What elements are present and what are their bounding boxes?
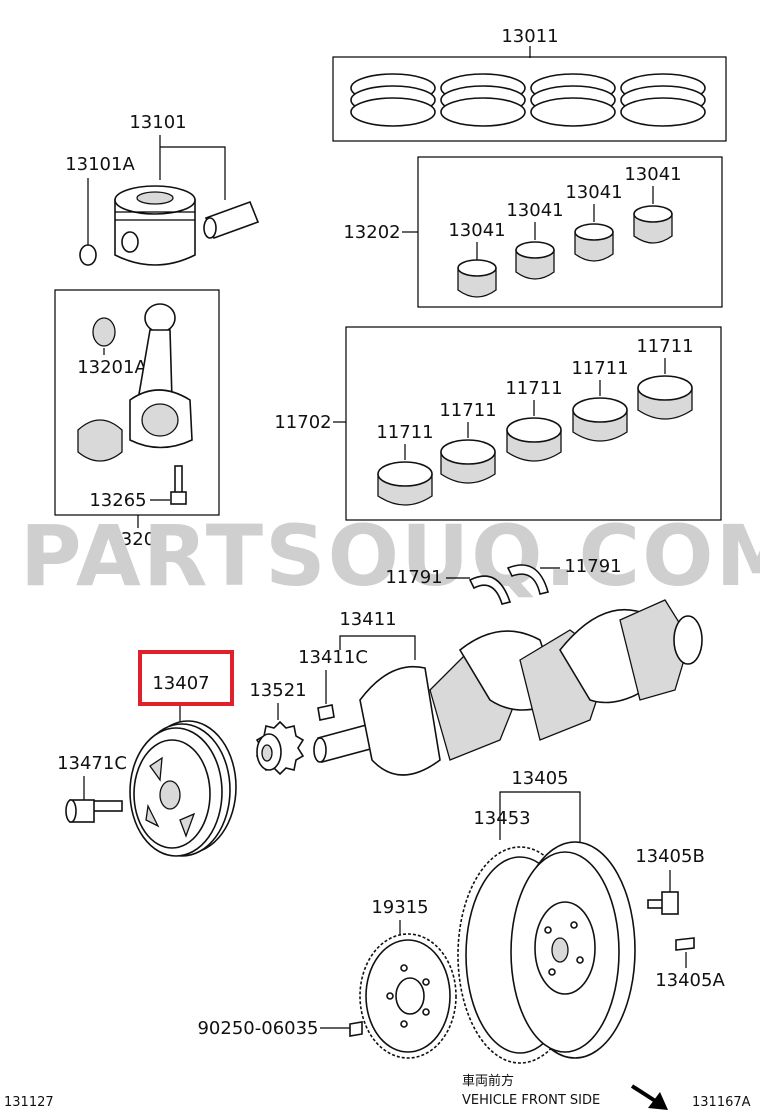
label-11711-e[interactable]: 11711 xyxy=(636,336,693,357)
bearing-shell-4 xyxy=(633,205,673,244)
main-bearing-1 xyxy=(377,461,433,506)
thrust-washer-2 xyxy=(506,564,549,595)
crankshaft-pulley xyxy=(129,720,237,857)
timing-gear xyxy=(255,720,305,776)
piston-ring-set-4 xyxy=(620,73,706,127)
watermark: PARTSOUQ.COM xyxy=(20,507,760,605)
highlight-box xyxy=(138,650,234,706)
flywheel xyxy=(510,841,636,1059)
crankshaft xyxy=(313,599,703,776)
label-13411C[interactable]: 13411C xyxy=(298,647,368,668)
label-13405[interactable]: 13405 xyxy=(511,768,568,789)
main-bearing-5 xyxy=(637,375,693,420)
connecting-rod xyxy=(129,303,193,449)
rod-bearing-shell xyxy=(77,419,123,462)
bearing-shell-3 xyxy=(574,223,614,262)
vehicle-front-jp: 車両前方 xyxy=(462,1073,514,1089)
thrust-washer-1 xyxy=(468,575,512,605)
label-19315[interactable]: 19315 xyxy=(371,897,428,918)
main-bearing-3 xyxy=(506,417,562,462)
label-13201A[interactable]: 13201A xyxy=(77,357,147,378)
label-11711-a[interactable]: 11711 xyxy=(376,422,433,443)
flywheel-pin xyxy=(675,937,695,951)
label-13405A[interactable]: 13405A xyxy=(655,970,725,991)
thrust-washer-group[interactable]: 11791 11791 xyxy=(385,556,622,605)
crank-key xyxy=(317,704,335,721)
label-11791-b[interactable]: 11791 xyxy=(564,556,621,577)
piston-ring-set-2 xyxy=(440,73,526,127)
bearing-shell-1 xyxy=(457,259,497,298)
label-11711-c[interactable]: 11711 xyxy=(505,378,562,399)
piston-ring-set-1 xyxy=(350,73,436,127)
label-13041-b[interactable]: 13041 xyxy=(506,200,563,221)
label-13471C[interactable]: 13471C xyxy=(57,753,127,774)
label-13041-c[interactable]: 13041 xyxy=(565,182,622,203)
label-13521[interactable]: 13521 xyxy=(249,680,306,701)
label-11711-d[interactable]: 11711 xyxy=(571,358,628,379)
illustration-code-right: 131167A xyxy=(692,1095,751,1110)
flywheel-bolt xyxy=(647,891,679,915)
label-13202[interactable]: 13202 xyxy=(343,222,400,243)
main-bearing-4 xyxy=(572,397,628,442)
timing-rotor-plate xyxy=(359,933,457,1059)
label-90250-06035[interactable]: 90250-06035 xyxy=(197,1018,318,1039)
label-13405B[interactable]: 13405B xyxy=(635,846,705,867)
vehicle-front-en: VEHICLE FRONT SIDE xyxy=(462,1093,600,1108)
label-11711-b[interactable]: 11711 xyxy=(439,400,496,421)
label-13101[interactable]: 13101 xyxy=(129,112,186,133)
label-11702[interactable]: 11702 xyxy=(274,412,331,433)
piston-body xyxy=(114,185,196,266)
flywheel-group[interactable]: 13405 13453 13405B 13405A xyxy=(457,768,725,1064)
label-13407[interactable]: 13407 xyxy=(152,673,209,694)
label-13101A[interactable]: 13101A xyxy=(65,154,135,175)
crankshaft-bearing-group[interactable]: 11702 11711 11711 11711 11711 11711 xyxy=(274,326,722,521)
label-13265[interactable]: 13265 xyxy=(89,490,146,511)
crankshaft-timing-gear-group[interactable]: 13521 xyxy=(249,680,307,776)
dowel-pin xyxy=(349,1021,363,1037)
rod-bolt xyxy=(170,465,187,505)
crankshaft-pulley-group[interactable]: 13407 13471C xyxy=(57,650,237,857)
rod-bushing xyxy=(92,317,116,347)
piston-group[interactable]: 13101 13101A xyxy=(65,112,260,266)
piston-pin xyxy=(203,200,260,240)
bearing-shell-2 xyxy=(515,241,555,280)
piston-ring-set-3 xyxy=(530,73,616,127)
crank-pin-bearing-group[interactable]: 13202 13041 13041 13041 13041 xyxy=(343,156,723,308)
connecting-rod-group[interactable]: 13201A 13265 13201 xyxy=(54,289,220,550)
pulley-bolt xyxy=(65,799,123,823)
label-13201[interactable]: 13201 xyxy=(109,529,166,550)
vehicle-front-arrow-icon xyxy=(630,1084,668,1110)
label-13453[interactable]: 13453 xyxy=(473,808,530,829)
label-13041-a[interactable]: 13041 xyxy=(448,220,505,241)
piston-ring-set-group[interactable]: 13011 xyxy=(332,26,727,142)
illustration-code-left: 131127 xyxy=(4,1095,54,1110)
crankshaft-group[interactable]: 13411 13411C xyxy=(298,599,703,776)
label-13411[interactable]: 13411 xyxy=(339,609,396,630)
timing-rotor-group[interactable]: 19315 90250-06035 xyxy=(197,897,457,1059)
snap-ring xyxy=(79,244,97,266)
main-bearing-2 xyxy=(440,439,496,484)
label-11791-a[interactable]: 11791 xyxy=(385,567,442,588)
label-13011[interactable]: 13011 xyxy=(501,26,558,47)
label-13041-d[interactable]: 13041 xyxy=(624,164,681,185)
